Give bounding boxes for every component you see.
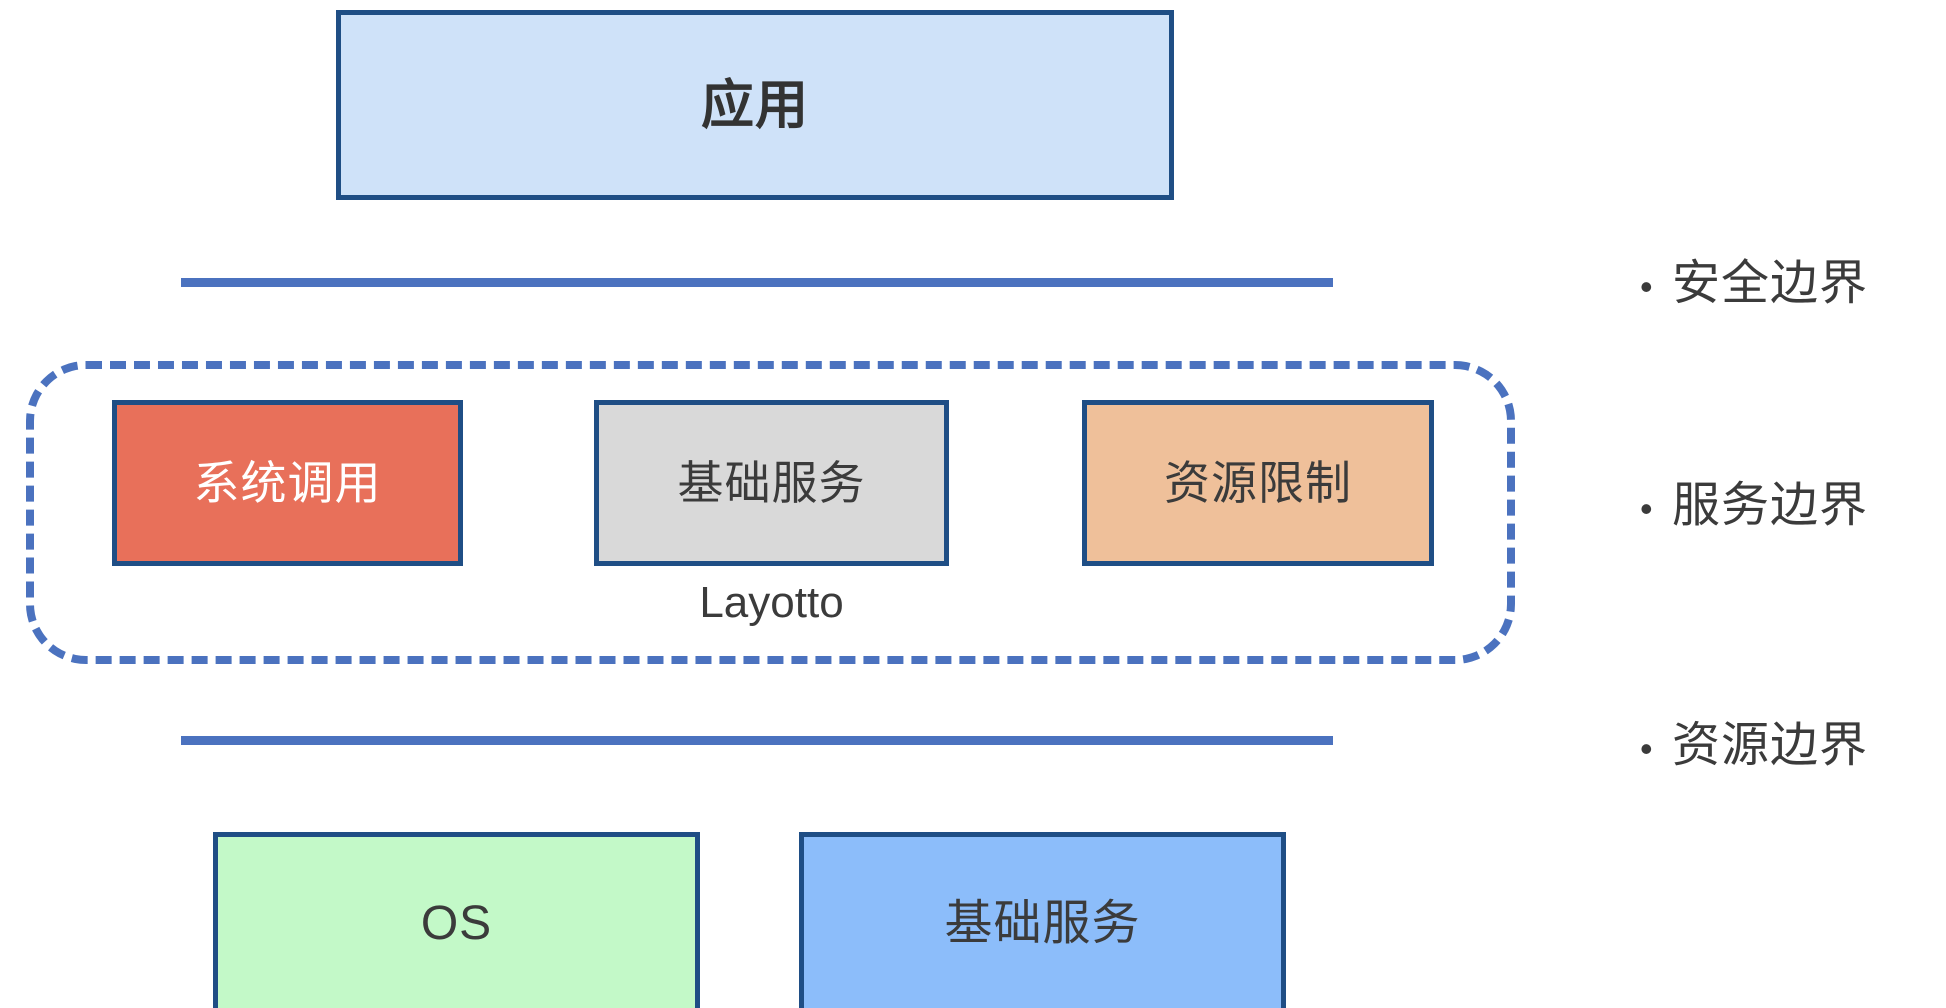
layotto-label: Layotto [699,578,844,627]
boundary-line-top [181,278,1333,287]
layotto-box-basic-service: 基础服务 [594,400,949,566]
bullet-dot-icon: • [1640,728,1653,769]
legend-item-resource-boundary: • 资源边界 [1640,722,1868,770]
legend-item-service-boundary: • 服务边界 [1640,482,1868,530]
legend-item-security-boundary: • 安全边界 [1640,260,1868,308]
boundary-legend-list: • 安全边界 • 服务边界 • 资源边界 [1640,0,1946,1008]
legend-item-label: 资源边界 [1672,719,1869,772]
infrastructure-box-basic-service: 基础服务 [799,832,1286,1008]
application-box: 应用 [336,10,1174,200]
boundary-line-bottom [181,736,1333,745]
bullet-dot-icon: • [1640,488,1653,529]
legend-item-label: 安全边界 [1672,257,1869,310]
layotto-boundary-container [26,361,1515,664]
legend-item-label: 服务边界 [1672,479,1869,532]
bullet-dot-icon: • [1640,266,1653,307]
layotto-box-resource-limit: 资源限制 [1082,400,1434,566]
infrastructure-box-os: OS [213,832,700,1008]
layotto-box-syscall: 系统调用 [112,400,463,566]
